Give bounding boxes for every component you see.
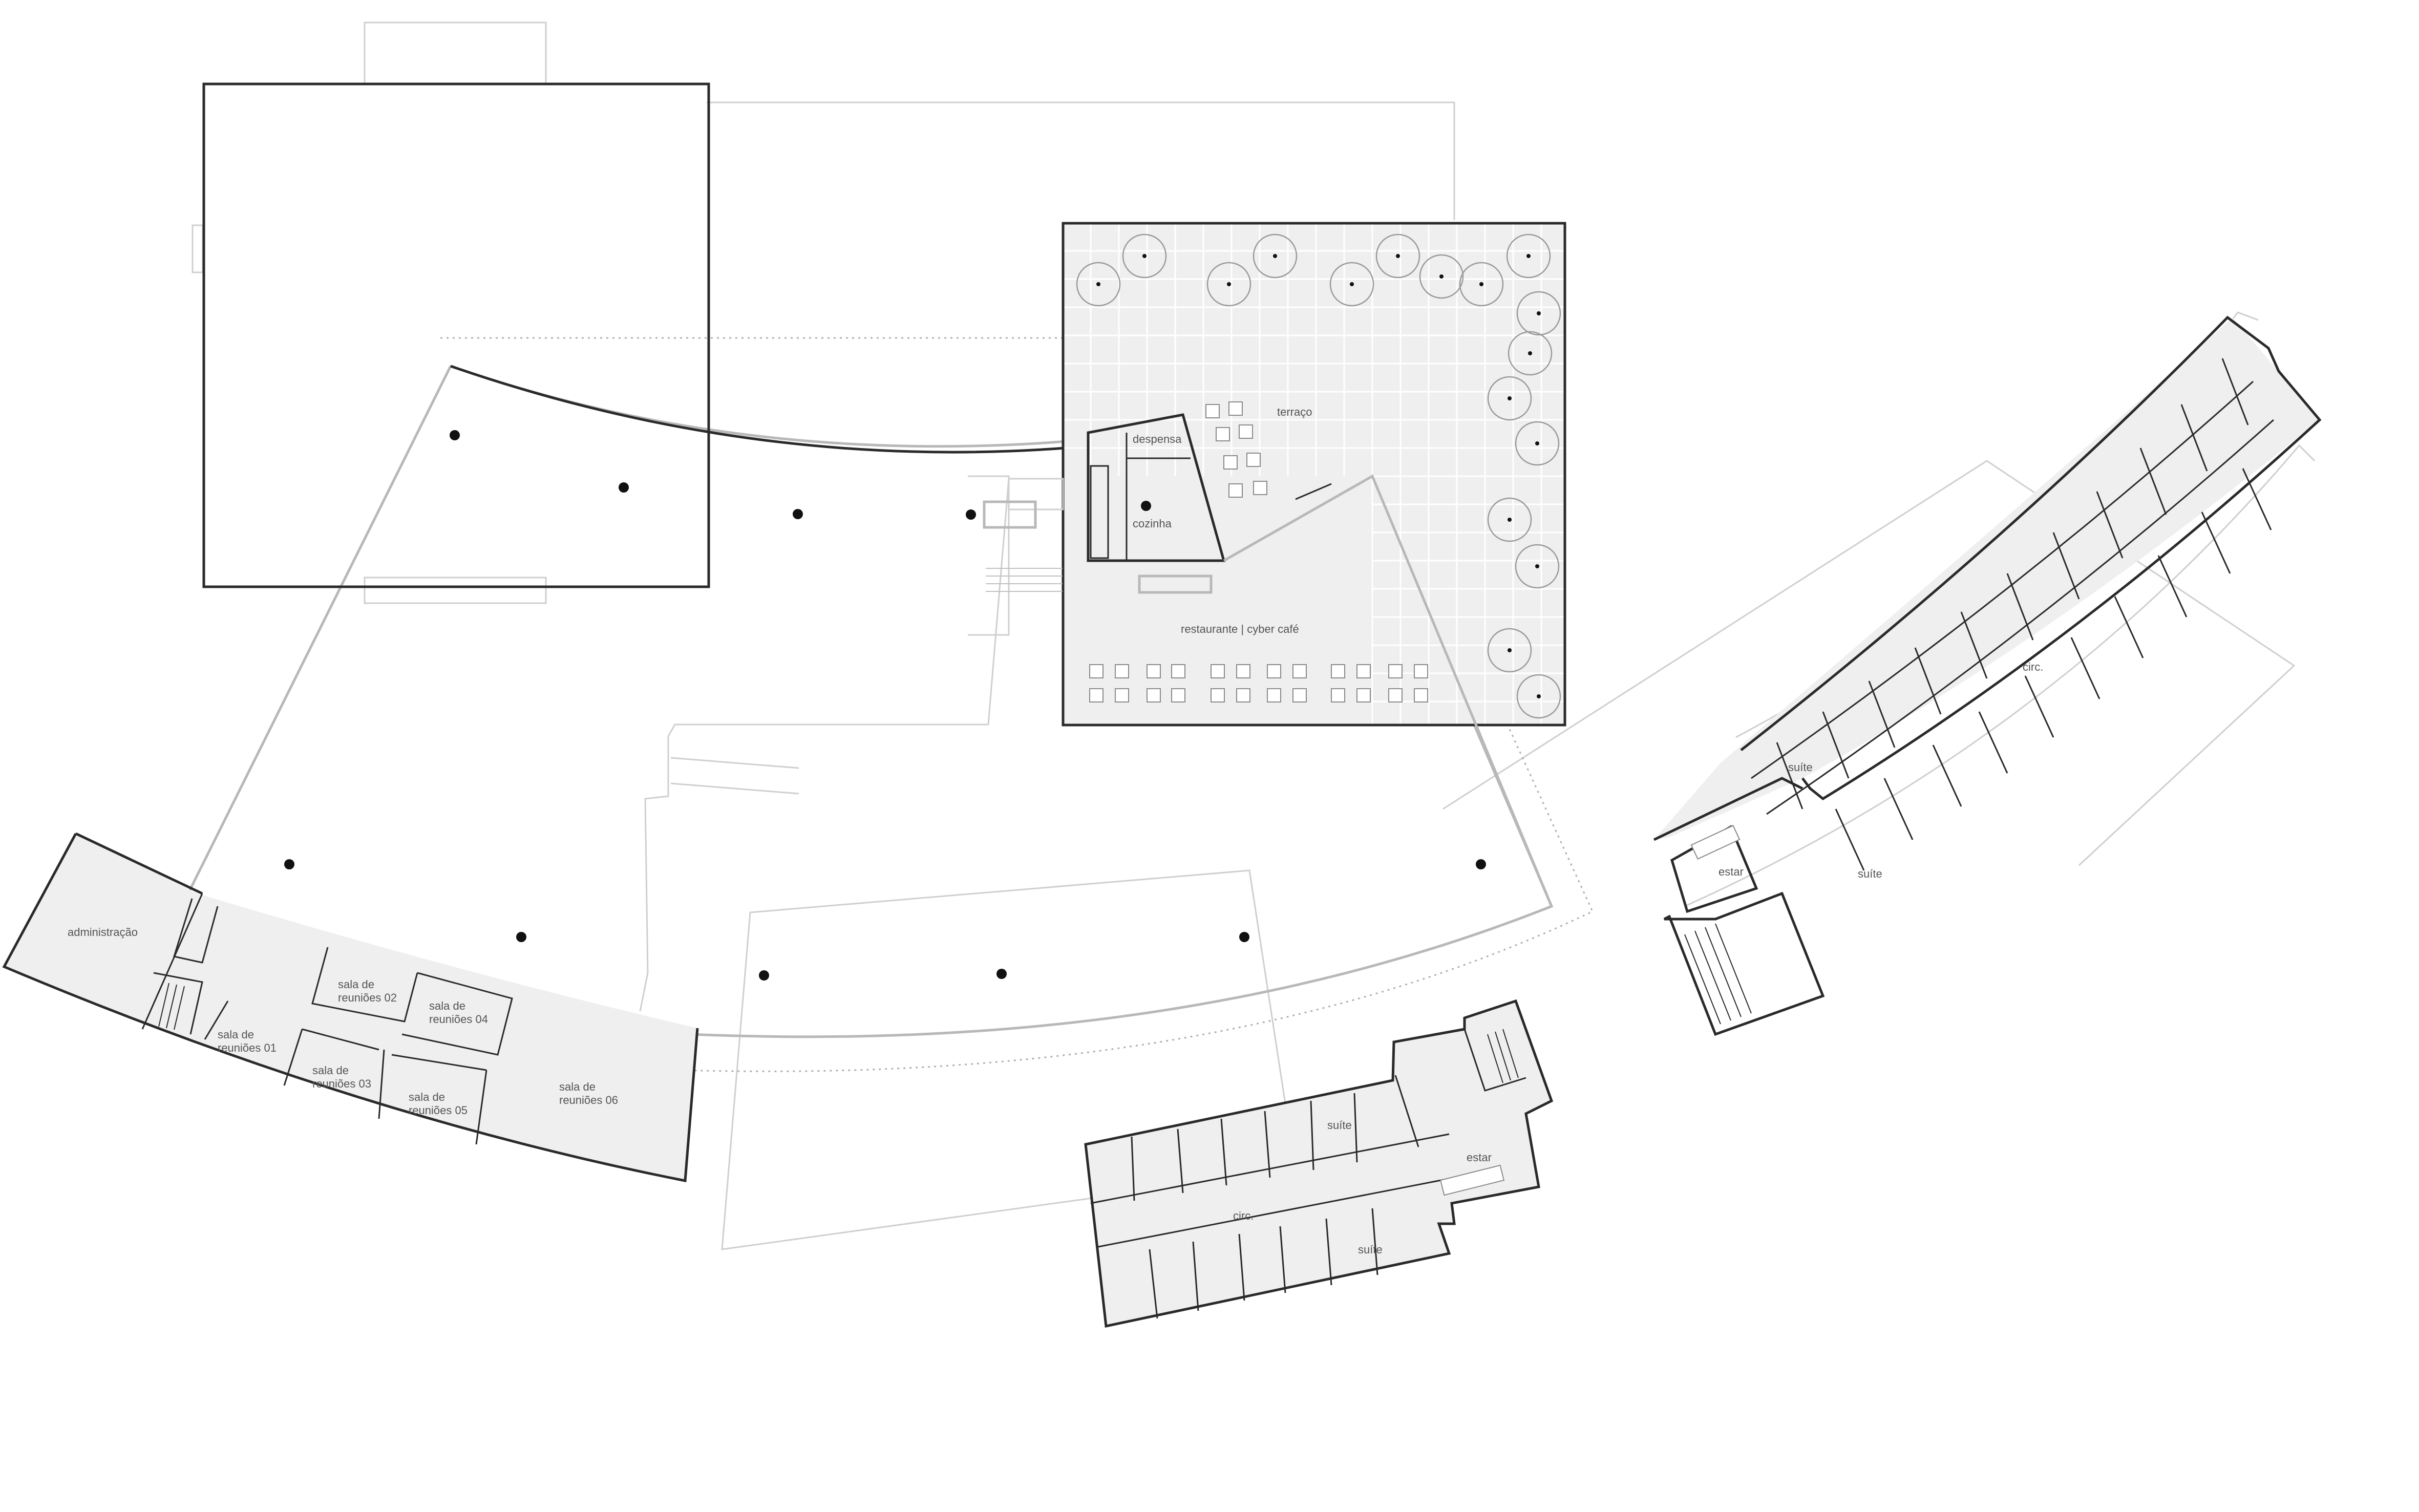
label-sala03-line1: sala de (312, 1064, 349, 1077)
label-sala03-line2: reuniões 03 (312, 1077, 371, 1090)
label-circ-south: circ. (1233, 1209, 1254, 1222)
label-circ-east: circ. (2023, 661, 2043, 673)
label-sala01-line1: sala de (218, 1028, 254, 1041)
admin-wing (2, 832, 699, 1182)
terrace-tables (1205, 401, 1267, 498)
south-residential-wing (1084, 999, 1554, 1328)
restaurant-block (983, 222, 1566, 907)
label-estar-south: estar (1467, 1151, 1492, 1164)
label-sala05-line2: reuniões 05 (409, 1104, 468, 1117)
east-residential-wing (1653, 311, 2322, 1036)
room-labels: administração sala de reuniões 01 sala d… (68, 406, 2043, 1256)
label-estar-east: estar (1718, 865, 1744, 878)
label-terraco: terraço (1277, 406, 1312, 418)
terrace-trees (1076, 233, 1561, 719)
label-sala05-line1: sala de (409, 1091, 445, 1103)
label-sala04-line2: reuniões 04 (429, 1013, 488, 1026)
label-restaurante: restaurante | cyber café (1181, 623, 1299, 635)
label-sala06-line1: sala de (559, 1080, 596, 1093)
label-despensa: despensa (1133, 433, 1182, 445)
central-plaza (183, 337, 1594, 1072)
restaurant-tables (1089, 664, 1428, 702)
label-suite-east-2: suíte (1858, 867, 1882, 880)
label-suite-east-1: suíte (1788, 761, 1813, 774)
label-suite-south-2: suíte (1358, 1243, 1383, 1256)
label-administracao: administração (68, 926, 138, 939)
label-sala02-line1: sala de (338, 978, 374, 991)
square-block (202, 82, 710, 588)
label-sala06-line2: reuniões 06 (559, 1094, 618, 1106)
label-sala01-line2: reuniões 01 (218, 1041, 277, 1054)
label-suite-south-1: suíte (1327, 1119, 1352, 1132)
label-sala02-line2: reuniões 02 (338, 991, 397, 1004)
label-cozinha: cozinha (1133, 517, 1172, 530)
label-sala04-line1: sala de (429, 999, 465, 1012)
